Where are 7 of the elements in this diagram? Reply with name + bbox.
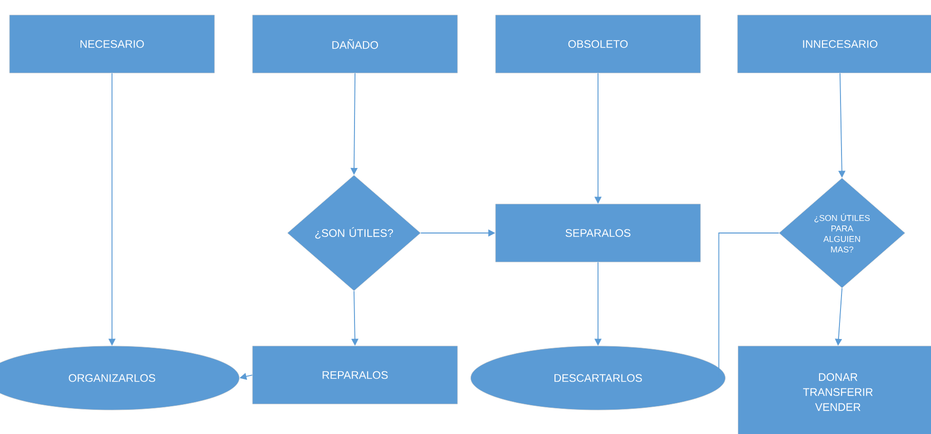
process-box: INNECESARIO (737, 14, 931, 74)
process-box: SEPARALOS (495, 204, 701, 262)
process-box: DAÑADO (252, 14, 458, 74)
process-box: OBSOLETO (495, 14, 701, 74)
process-box: REPARALOS (252, 346, 458, 404)
process-box: NECESARIO (9, 14, 215, 74)
process-box: DONAR TRANSFERIR VENDER (738, 346, 931, 434)
